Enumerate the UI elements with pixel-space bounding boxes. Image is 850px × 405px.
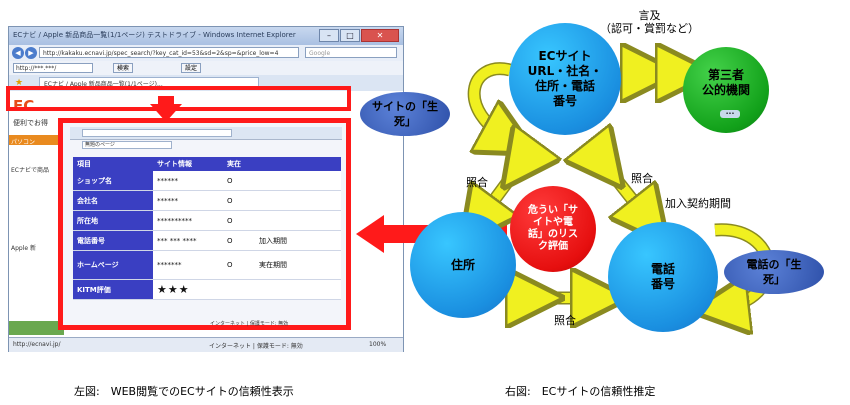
left-arrow-icon bbox=[356, 215, 384, 253]
site-life-ellipse: サイトの「生 死」 bbox=[360, 92, 450, 136]
header-note bbox=[255, 157, 341, 171]
ec-site-circle: ECサイト URL・社名・ 住所・電話 番号 bbox=[509, 23, 621, 135]
row-item: ホームページ bbox=[73, 250, 153, 280]
row-info: ****** bbox=[153, 171, 223, 191]
search-input[interactable]: Google bbox=[305, 47, 397, 58]
favorites-star-icon[interactable]: ★ bbox=[15, 78, 24, 88]
browser-titlebar: ECナビ / Apple 新品商品一覧(1/1ページ) テストドライブ - Wi… bbox=[9, 27, 403, 45]
caption-left: 左図: WEB閲覧でのECサイトの信頼性表示 bbox=[74, 385, 294, 398]
arrow-ec-phone bbox=[605, 165, 650, 222]
header-item: 項目 bbox=[73, 157, 153, 171]
status-url: http://ecnavi.jp/ bbox=[13, 341, 61, 348]
risk-evaluation-circle: 危うい「サ イトや電 話」のリス ク評価 bbox=[510, 186, 596, 272]
green-banner bbox=[9, 321, 64, 335]
header-exists: 実在 bbox=[223, 157, 255, 171]
inner-tab[interactable]: 無題のページ bbox=[82, 141, 172, 149]
row-note: 実在期間 bbox=[255, 250, 341, 280]
left-item-pc[interactable]: パソコン bbox=[11, 139, 36, 146]
maximize-button[interactable]: □ bbox=[340, 29, 360, 42]
row-exists: O bbox=[223, 230, 255, 251]
row-exists bbox=[223, 279, 255, 300]
window-title: ECナビ / Apple 新品商品一覧(1/1ページ) テストドライブ - Wi… bbox=[13, 31, 296, 39]
site-info-table: 項目 サイト情報 実在 ショップ名 ****** O 会社名 ****** O … bbox=[73, 157, 341, 300]
forward-icon[interactable]: ▶ bbox=[25, 47, 37, 59]
table-row: ホームページ ******* O 実在期間 bbox=[73, 250, 341, 280]
settings-button[interactable]: 設定 bbox=[181, 63, 202, 73]
arrow-ec-address bbox=[478, 165, 520, 222]
table-row: KITM評価 ★★★ bbox=[73, 279, 341, 300]
contract-period-label: 加入契約期間 bbox=[665, 197, 731, 210]
row-item: 会社名 bbox=[73, 190, 153, 211]
phone-life-ellipse: 電話の「生 死」 bbox=[724, 250, 824, 294]
header-info: サイト情報 bbox=[153, 157, 223, 171]
row-exists: O bbox=[223, 190, 255, 211]
search-button[interactable]: 検索 bbox=[113, 63, 134, 73]
back-icon[interactable]: ◀ bbox=[12, 47, 24, 59]
table-row: 所在地 ********** O bbox=[73, 210, 341, 231]
diagram-arrows bbox=[360, 0, 775, 340]
phone-circle: 電話 番号 bbox=[608, 222, 718, 332]
row-note bbox=[255, 210, 341, 231]
close-button[interactable]: ✕ bbox=[361, 29, 399, 42]
row-exists: O bbox=[223, 171, 255, 191]
status-bar: http://ecnavi.jp/ インターネット | 保護モード: 無効 10… bbox=[9, 337, 403, 352]
left-item-apple[interactable]: Apple 新 bbox=[11, 245, 36, 252]
down-arrow-icon bbox=[150, 104, 182, 122]
caption-right: 右図: ECサイトの信頼性推定 bbox=[505, 385, 656, 398]
third-party-badge: ••• bbox=[720, 110, 740, 118]
table-row: 会社名 ****** O bbox=[73, 190, 341, 211]
row-item: 電話番号 bbox=[73, 230, 153, 251]
row-exists: O bbox=[223, 210, 255, 231]
inner-address-field[interactable] bbox=[82, 129, 232, 137]
toolbar: http://***.***/ 検索 設定 bbox=[9, 61, 403, 75]
row-note bbox=[255, 171, 341, 191]
row-info: *** *** **** bbox=[153, 230, 223, 251]
row-note bbox=[255, 190, 341, 211]
row-info: ******* bbox=[153, 250, 223, 280]
third-party-circle: 第三者 公的機関 bbox=[683, 47, 769, 133]
row-exists: O bbox=[223, 250, 255, 280]
rating-stars: ★★★ bbox=[153, 279, 223, 300]
category-bar bbox=[9, 135, 64, 145]
row-note bbox=[255, 279, 341, 300]
match-label-right: 照合 bbox=[631, 172, 653, 185]
row-note: 加入期間 bbox=[255, 230, 341, 251]
row-info: ********** bbox=[153, 210, 223, 231]
match-label-bottom: 照合 bbox=[554, 314, 576, 327]
zoom-level[interactable]: 100% bbox=[369, 341, 387, 348]
match-label-left: 照合 bbox=[466, 176, 488, 189]
minimize-button[interactable]: – bbox=[319, 29, 339, 42]
table-header-row: 項目 サイト情報 実在 bbox=[73, 157, 341, 171]
down-arrow-stem bbox=[158, 96, 174, 106]
row-item: 所在地 bbox=[73, 210, 153, 231]
row-item: KITM評価 bbox=[73, 279, 153, 300]
address-circle: 住所 bbox=[410, 212, 516, 318]
row-info: ****** bbox=[153, 190, 223, 211]
status-zone: インターネット | 保護モード: 無効 bbox=[209, 343, 303, 350]
logo-subtitle: 便利でお得 bbox=[13, 119, 48, 127]
row-item: ショップ名 bbox=[73, 171, 153, 191]
mention-label: 言及 （認可・賞罰など） bbox=[600, 9, 699, 35]
url-input[interactable]: http://kakaku.ecnavi.jp/spec_search/?key… bbox=[39, 47, 299, 58]
address-bar-row: ◀ ▶ http://kakaku.ecnavi.jp/spec_search/… bbox=[9, 45, 403, 61]
table-row: ショップ名 ****** O bbox=[73, 171, 341, 191]
table-row: 電話番号 *** *** **** O 加入期間 bbox=[73, 230, 341, 251]
left-item-ecnavi[interactable]: ECナビで商品 bbox=[11, 167, 49, 174]
inner-status: インターネット | 保護モード: 無効 bbox=[210, 321, 289, 327]
toolbar-address-field[interactable]: http://***.***/ bbox=[13, 63, 93, 73]
